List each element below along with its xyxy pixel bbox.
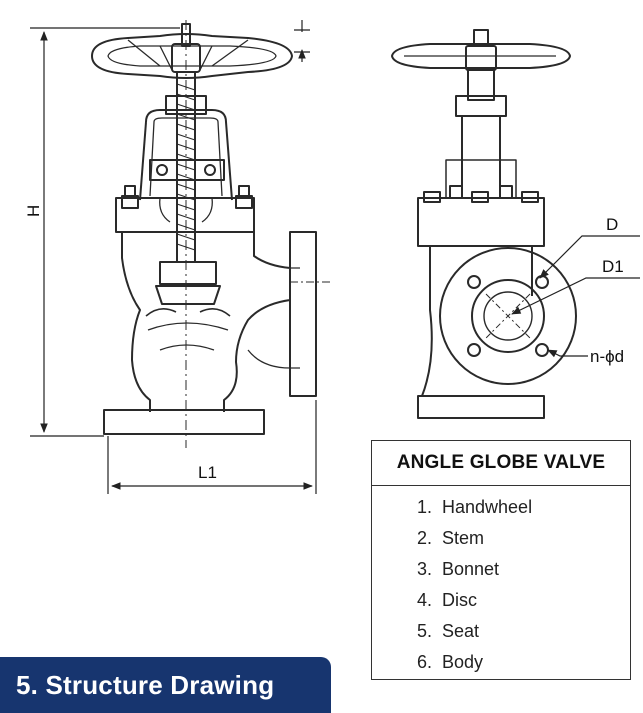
legend-item-label: Seat xyxy=(442,621,480,641)
dimension-d-label: D xyxy=(606,215,618,234)
legend-item: 3. Bonnet xyxy=(372,554,630,585)
side-dimension-leaders xyxy=(511,235,640,358)
legend-item-number: 1. xyxy=(416,497,432,517)
legend-item-number: 4. xyxy=(416,590,432,610)
legend-item: 4. Disc xyxy=(372,585,630,616)
legend-item-label: Bonnet xyxy=(442,559,500,579)
legend-item: 5. Seat xyxy=(372,616,630,647)
side-handwheel xyxy=(391,29,571,71)
legend-item-number: 3. xyxy=(416,559,432,579)
dimension-l1 xyxy=(107,400,317,494)
legend-item-label: Handwheel xyxy=(442,497,533,517)
legend-item-number: 5. xyxy=(416,621,432,641)
legend-item: 6. Body xyxy=(372,647,630,678)
legend-item-label: Disc xyxy=(442,590,477,610)
legend-list: 1. Handwheel 2. Stem 3. Bonnet 4. Disc 5. Sea… xyxy=(372,486,630,678)
seat xyxy=(145,308,231,351)
legend-item-label: Body xyxy=(442,652,484,672)
legend-item-number: 2. xyxy=(416,528,432,548)
bonnet xyxy=(115,109,255,233)
legend-title: ANGLE GLOBE VALVE xyxy=(372,441,630,486)
dimension-l1-label: L1 xyxy=(198,463,217,482)
legend-item: 1. Handwheel xyxy=(372,492,630,523)
handwheel xyxy=(91,23,293,79)
disc xyxy=(155,261,221,305)
legend-item-number: 6. xyxy=(416,652,432,672)
side-flange xyxy=(439,247,577,385)
section-banner: 5. Structure Drawing xyxy=(0,657,331,713)
legend-item-label: Stem xyxy=(442,528,485,548)
dimension-d1-label: D1 xyxy=(602,257,624,276)
body xyxy=(103,231,317,435)
legend-item: 2. Stem xyxy=(372,523,630,554)
side-view xyxy=(391,29,577,419)
front-view xyxy=(91,20,330,448)
dimension-bolt-holes-label: n-ϕd xyxy=(590,347,624,366)
dimension-h xyxy=(30,20,310,437)
dimension-h-label: H xyxy=(24,205,43,217)
parts-legend: ANGLE GLOBE VALVE 1. Handwheel 2. Stem 3. B… xyxy=(371,440,631,680)
